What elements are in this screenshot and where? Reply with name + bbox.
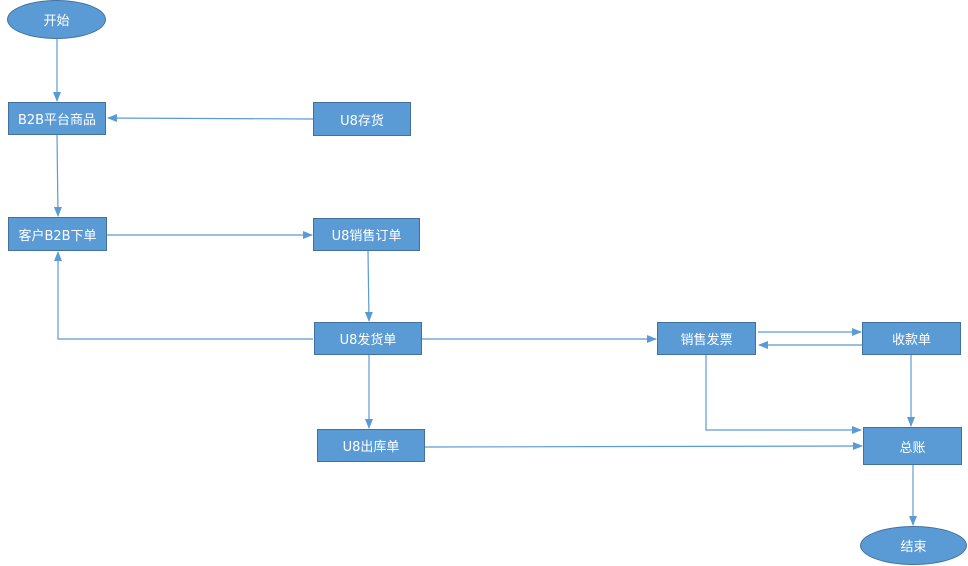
node-end: 结束 — [860, 526, 967, 565]
node-receipt-label: 收款单 — [891, 333, 931, 348]
node-u8-delivery-label: U8发货单 — [339, 333, 397, 348]
node-b2b-goods: B2B平台商品 — [8, 102, 106, 135]
node-sales-invoice: 销售发票 — [657, 322, 756, 355]
node-end-label: 结束 — [900, 540, 927, 555]
node-u8-outbound-label: U8出库单 — [342, 440, 400, 455]
node-ledger: 总账 — [863, 427, 962, 465]
arrow-delivery-to-customer-order — [54, 251, 313, 340]
node-start: 开始 — [7, 0, 106, 39]
arrow-sales-order-to-delivery — [364, 250, 373, 322]
arrow-outbound-to-ledger — [424, 442, 863, 451]
node-u8-stock-label: U8存货 — [340, 113, 384, 129]
node-customer-order: 客户B2B下单 — [8, 217, 107, 251]
node-customer-order-label: 客户B2B下单 — [18, 228, 97, 244]
node-sales-invoice-label: 销售发票 — [680, 333, 733, 348]
node-u8-outbound: U8出库单 — [317, 429, 425, 462]
node-u8-sales-order: U8销售订单 — [313, 218, 420, 251]
node-u8-stock: U8存货 — [313, 102, 411, 136]
node-receipt: 收款单 — [862, 322, 961, 355]
node-ledger-label: 总账 — [899, 440, 926, 456]
node-b2b-goods-label: B2B平台商品 — [17, 113, 97, 128]
node-u8-delivery: U8发货单 — [314, 322, 422, 355]
arrow-b2b-goods-to-customer-order — [53, 134, 62, 217]
node-start-label: 开始 — [43, 14, 70, 29]
node-u8-sales-order-label: U8销售订单 — [331, 229, 402, 244]
arrow-sales-invoice-to-ledger — [705, 354, 862, 434]
arrow-u8-stock-to-b2b-goods — [107, 114, 314, 123]
